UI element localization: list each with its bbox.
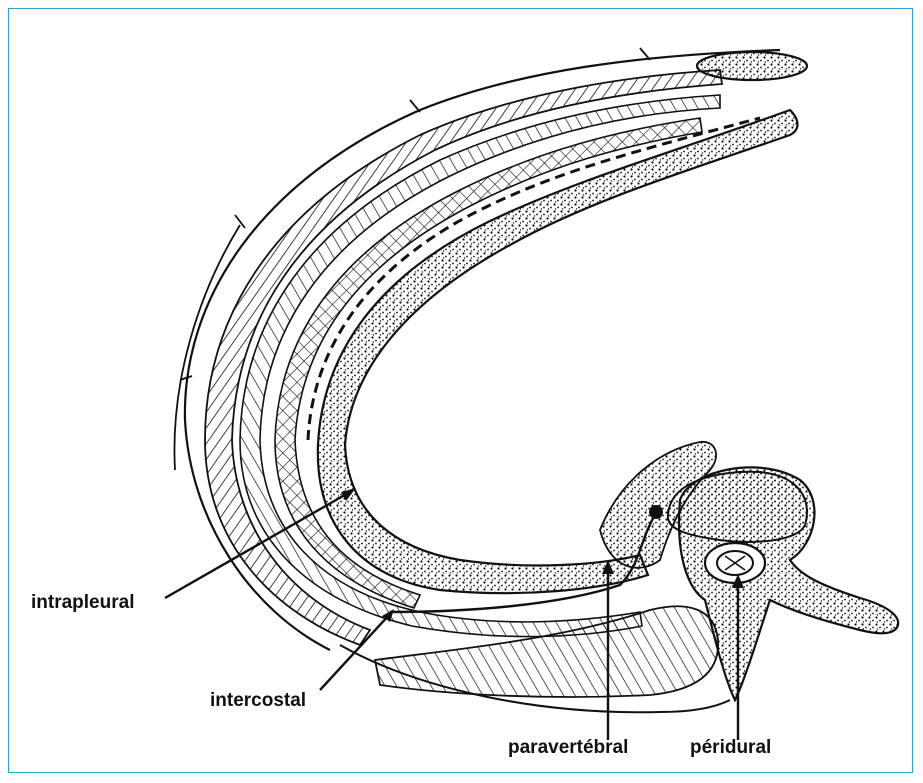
- label-paravertebral: paravertébral: [508, 737, 628, 758]
- label-intrapleural: intrapleural: [31, 592, 134, 613]
- label-peridural: péridural: [690, 737, 771, 758]
- dorsal-root-ganglion: [649, 505, 663, 519]
- label-intercostal: intercostal: [210, 690, 306, 711]
- sternum: [697, 52, 807, 80]
